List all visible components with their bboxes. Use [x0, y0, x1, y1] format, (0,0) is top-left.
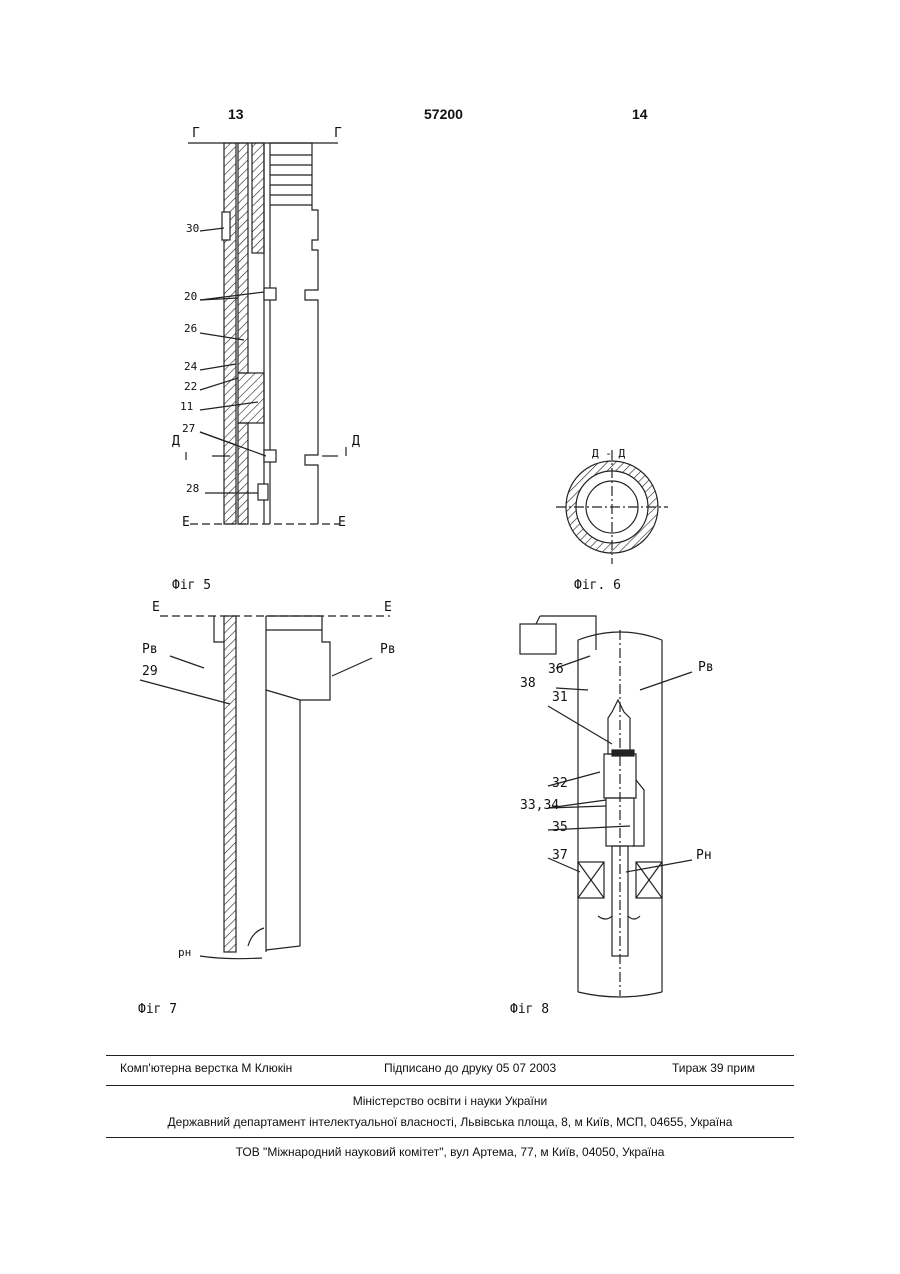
fig5-label-28: 28	[186, 482, 199, 495]
fig5-label-26: 26	[184, 322, 197, 335]
fig8-label-38: 38	[520, 676, 536, 691]
footer-signed-date: Підписано до друку 05 07 2003	[384, 1061, 556, 1075]
fig7-section-left: Е	[152, 600, 160, 615]
fig5-caption: Фіг 5	[172, 578, 211, 593]
fig5-label-22: 22	[184, 380, 197, 393]
fig7-caption: Фіг 7	[138, 1002, 177, 1017]
footer-rule-middle	[106, 1085, 794, 1086]
fig5-label-30: 30	[186, 222, 199, 235]
fig7-pressure-left: Рв	[142, 642, 158, 657]
footer-layout-credit: Комп'ютерна верстка М Клюкін	[120, 1061, 292, 1075]
footer-print-run: Тираж 39 прим	[672, 1061, 755, 1075]
footer-ministry: Міністерство освіти і науки України	[0, 1094, 900, 1108]
fig7-section-right: Е	[384, 600, 392, 615]
fig8-label-31: 31	[552, 690, 568, 705]
fig7-label-29: 29	[142, 664, 158, 679]
fig5-section-bottom-right: Е	[338, 515, 346, 530]
figure-5-drawing	[186, 143, 346, 524]
footer-publisher: ТОВ "Міжнародний науковий комітет", вул …	[0, 1145, 900, 1159]
fig7-pressure-inner: рн	[178, 946, 191, 959]
footer-rule-bottom	[106, 1137, 794, 1138]
fig6-section-title: Д - Д	[592, 447, 625, 460]
fig7-pressure-right: Рв	[380, 642, 396, 657]
fig5-label-11: 11	[180, 400, 193, 413]
fig8-pressure-outer: Рв	[698, 660, 714, 675]
fig5-section-top-left: Г	[192, 126, 200, 141]
fig5-label-20: 20	[184, 290, 197, 303]
fig8-label-36: 36	[548, 662, 564, 677]
footer-department: Державний департамент інтелектуальної вл…	[0, 1115, 900, 1129]
fig5-section-bottom-left: Е	[182, 515, 190, 530]
fig8-caption: Фіг 8	[510, 1002, 549, 1017]
fig8-label-35: 35	[552, 820, 568, 835]
footer-rule-top	[106, 1055, 794, 1056]
fig8-pressure-inner: Рн	[696, 848, 712, 863]
fig5-cut-right: Д	[352, 434, 360, 449]
fig8-label-32: 32	[552, 776, 568, 791]
fig5-label-27: 27	[182, 422, 195, 435]
fig6-caption: Фіг. 6	[574, 578, 621, 593]
fig8-label-33-34: 33,34	[520, 798, 559, 813]
fig5-label-24: 24	[184, 360, 197, 373]
fig8-label-37: 37	[552, 848, 568, 863]
fig5-section-top-right: Г	[334, 126, 342, 141]
fig5-cut-left: Д	[172, 434, 180, 449]
figure-6-drawing	[556, 450, 668, 564]
figure-7-drawing	[140, 616, 390, 959]
